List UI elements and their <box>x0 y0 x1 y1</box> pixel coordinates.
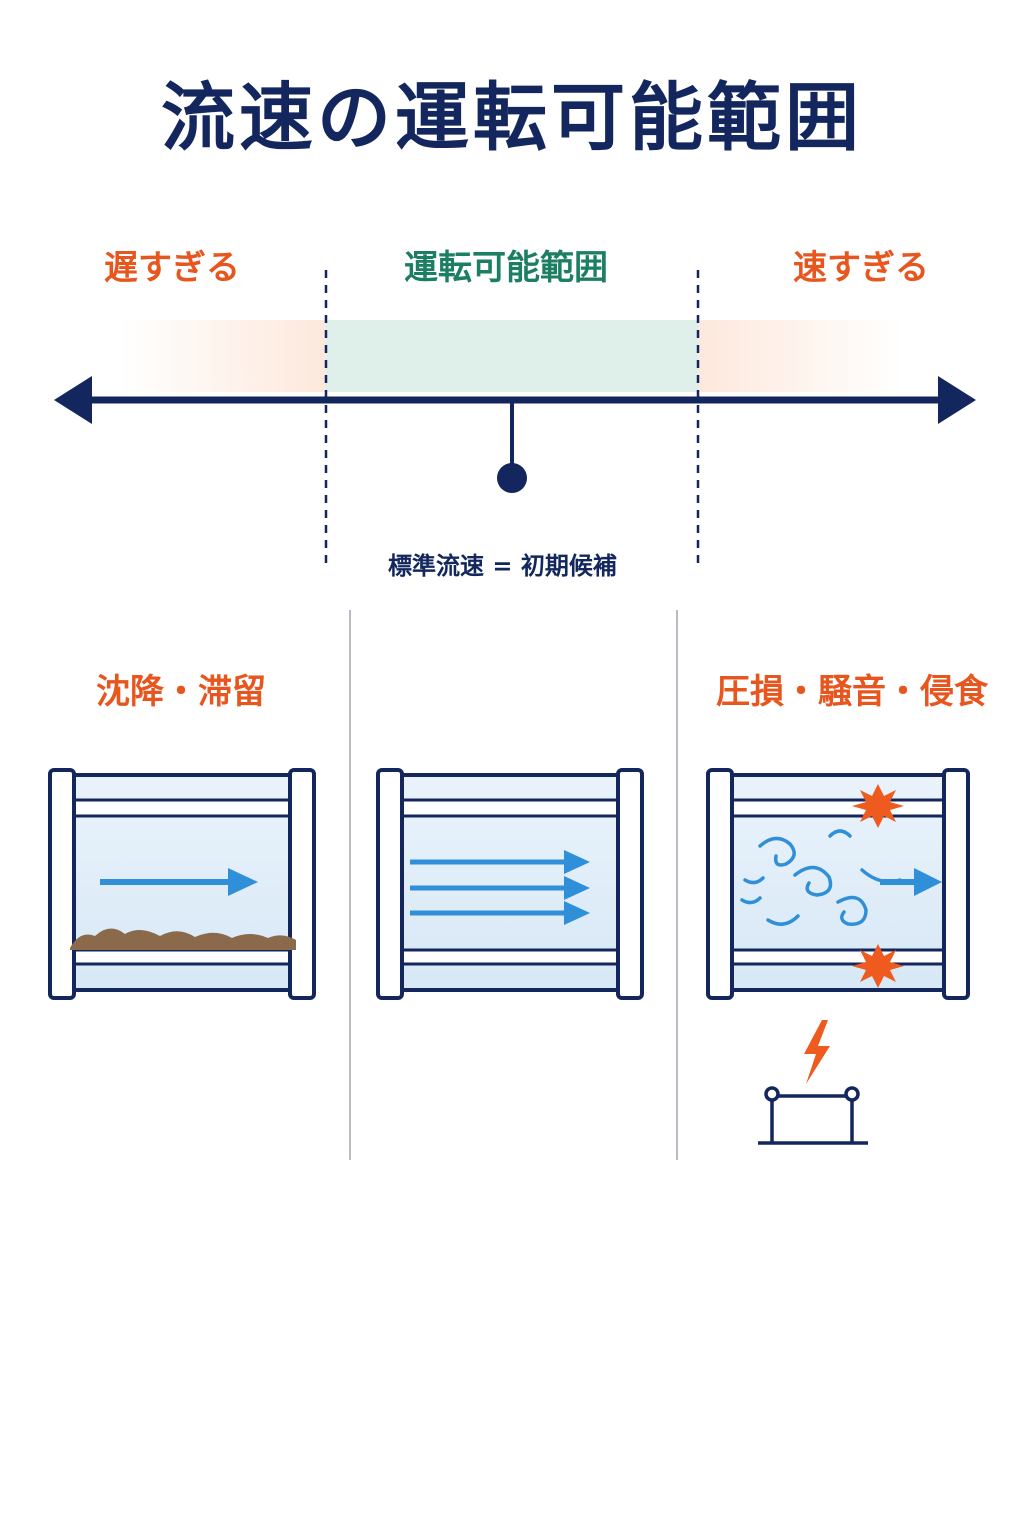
standard-velocity-marker <box>497 400 527 493</box>
pipe-flange-left <box>706 768 734 1000</box>
lightning-icon <box>804 1020 830 1084</box>
uniform-flow-arrows-icon <box>410 850 590 925</box>
too-fast-label: 速すぎる <box>793 248 929 288</box>
axis-left-arrow-icon <box>54 376 92 424</box>
pump-icon <box>758 1086 868 1145</box>
pipe-flange-left <box>48 768 76 1000</box>
fast-flow-pipe <box>706 768 970 1000</box>
optimal-flow-pipe <box>376 768 644 1000</box>
slow-effect-label: 沈降・滞留 <box>96 672 266 712</box>
too-fast-band <box>698 320 904 392</box>
pipe-flange-right <box>288 768 316 1000</box>
erosion-burst-icon <box>852 784 904 828</box>
pipe-flange-right <box>616 768 644 1000</box>
erosion-burst-icon <box>852 944 904 988</box>
standard-velocity-label: 標準流速 = 初期候補 <box>388 552 617 580</box>
too-slow-band <box>120 320 326 392</box>
axis-right-arrow-icon <box>938 376 976 424</box>
sediment-layer <box>70 928 296 950</box>
velocity-axis <box>54 376 976 424</box>
pipe-flange-left <box>376 768 404 1000</box>
pipe-flange-right <box>942 768 970 1000</box>
fast-effect-label: 圧損・騒音・侵食 <box>716 672 988 712</box>
operable-range-band <box>326 320 698 392</box>
too-slow-label: 遅すぎる <box>104 248 240 288</box>
operable-range-label: 運転可能範囲 <box>404 248 608 288</box>
page-title: 流速の運転可能範囲 <box>161 75 863 161</box>
slow-flow-pipe <box>48 768 316 1000</box>
